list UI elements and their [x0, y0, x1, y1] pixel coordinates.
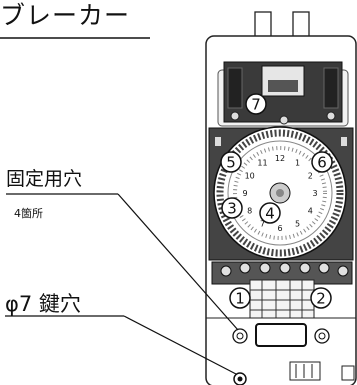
bottom-pin [341, 365, 355, 381]
marker-number: 5 [226, 154, 236, 172]
terminal-screw-icon [299, 262, 311, 274]
bottom-connector [289, 361, 321, 381]
dial-number: 9 [242, 189, 247, 198]
bottom-connector-pins [295, 364, 313, 378]
terminal-screw-icon [337, 265, 349, 277]
marker-number: 7 [251, 96, 261, 114]
marker-circle [221, 197, 243, 219]
terminal-screw-icon [259, 262, 271, 274]
timer-center-dot [276, 189, 284, 197]
marker-number: 2 [316, 290, 326, 308]
timer-ring [227, 140, 333, 246]
dial-number: 1 [295, 159, 300, 168]
marker-number: 1 [235, 290, 245, 308]
marker-circle [220, 151, 242, 173]
dial-number: 5 [295, 219, 300, 228]
dial-number: 12 [275, 154, 285, 163]
terminal-screw-icon [220, 265, 232, 277]
panel-indicator-left [215, 137, 221, 146]
marker-circle [229, 287, 251, 309]
page-title: ブレーカー [0, 1, 131, 30]
key-hole-inner [237, 376, 243, 382]
marker-number: 3 [227, 200, 237, 218]
screw-icon [326, 111, 336, 121]
screw-icon [230, 111, 240, 121]
breaker-toggle [268, 80, 298, 92]
timer-minute-ring [233, 146, 327, 240]
marker-circle [310, 287, 332, 309]
marker-number: 4 [265, 205, 275, 223]
dial-number: 4 [308, 207, 313, 216]
marker-circle [259, 202, 281, 224]
fixing-hole-leader [117, 193, 239, 331]
fixing-hole-inner [236, 332, 244, 340]
fixing-hole-label: 固定用穴 [6, 168, 83, 190]
lower-window [255, 323, 307, 347]
dial-number: 3 [312, 189, 317, 198]
terminal-screw-icon [239, 262, 251, 274]
terminal-screw-icon [318, 262, 330, 274]
fixing-hole-inner [318, 332, 326, 340]
screw-icon [279, 115, 289, 125]
breaker-side-left [227, 67, 243, 109]
dial-number: 2 [308, 172, 313, 181]
key-hole-leader [123, 315, 237, 375]
terminal-screw-icon [279, 262, 291, 274]
terminal-screws [220, 262, 349, 277]
breaker-side-right [323, 67, 339, 109]
panel-indicator-right [341, 137, 347, 146]
marker-circle [311, 151, 333, 173]
fixing-hole-count: 4箇所 [14, 207, 43, 220]
dial-number: 8 [247, 207, 252, 216]
dial-number: 7 [260, 219, 265, 228]
terminal-grid-lines [250, 280, 314, 318]
timer-pin-ring [216, 129, 344, 257]
marker-number: 6 [317, 154, 327, 172]
terminal-grid [249, 279, 315, 319]
dial-number: 11 [257, 159, 267, 168]
marker-circle [245, 93, 267, 115]
dial-number: 10 [245, 172, 255, 181]
key-hole-label: φ7 鍵穴 [5, 292, 81, 316]
dial-number: 6 [277, 224, 282, 233]
